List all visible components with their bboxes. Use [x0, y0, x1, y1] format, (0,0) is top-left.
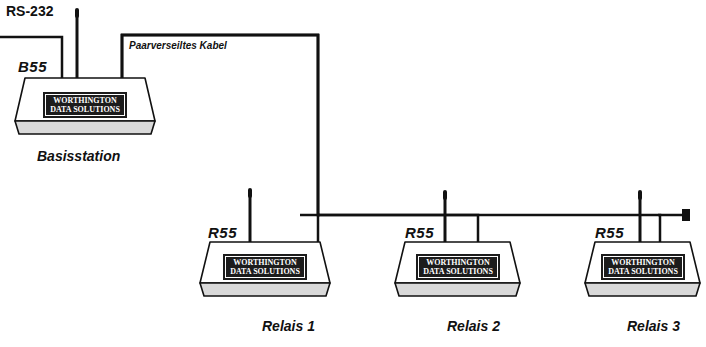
antenna — [444, 194, 447, 245]
rs232-wire — [0, 37, 62, 80]
antenna-tip — [638, 190, 642, 200]
brand-logo: WORTHINGTON DATA SOLUTIONS — [223, 254, 307, 280]
model-number: R55 — [208, 224, 237, 241]
model-number: B55 — [18, 58, 47, 75]
device-top — [585, 242, 700, 283]
antenna-tip — [443, 190, 447, 200]
bus-end — [658, 214, 683, 217]
signal-name: RS-232 — [6, 3, 53, 19]
antenna — [639, 194, 642, 245]
antenna — [249, 192, 252, 245]
device-box: R55WORTHINGTON DATA SOLUTIONSRelais 3 — [585, 242, 700, 296]
antenna — [76, 12, 79, 80]
device-front — [15, 121, 155, 134]
line-terminator — [682, 209, 690, 221]
twisted-pair-cable — [122, 35, 318, 242]
twisted-pair-cable — [122, 35, 660, 242]
device-box: R55WORTHINGTON DATA SOLUTIONSRelais 2 — [395, 242, 520, 296]
antenna-tip — [75, 8, 79, 18]
device-box: R55WORTHINGTON DATA SOLUTIONSRelais 1 — [200, 242, 330, 296]
device-name: Basisstation — [37, 148, 120, 164]
brand-logo: WORTHINGTON DATA SOLUTIONS — [416, 254, 500, 280]
cable-label: Paarverseiltes Kabel — [128, 40, 228, 51]
device-top — [200, 242, 330, 283]
device-top — [15, 78, 155, 121]
device-front — [200, 283, 330, 296]
brand-logo: WORTHINGTON DATA SOLUTIONS — [601, 254, 685, 280]
device-name: Relais 1 — [262, 318, 315, 334]
model-number: R55 — [595, 224, 624, 241]
device-name: Relais 3 — [627, 318, 680, 334]
device-front — [585, 283, 700, 296]
device-top — [395, 242, 520, 283]
device-box: B55WORTHINGTON DATA SOLUTIONSBasisstatio… — [15, 78, 155, 134]
antenna-tip — [248, 188, 252, 198]
device-name: Relais 2 — [447, 318, 500, 334]
twisted-pair-cable — [122, 35, 478, 242]
brand-logo: WORTHINGTON DATA SOLUTIONS — [43, 92, 127, 118]
model-number: R55 — [405, 224, 434, 241]
device-front — [395, 283, 520, 296]
